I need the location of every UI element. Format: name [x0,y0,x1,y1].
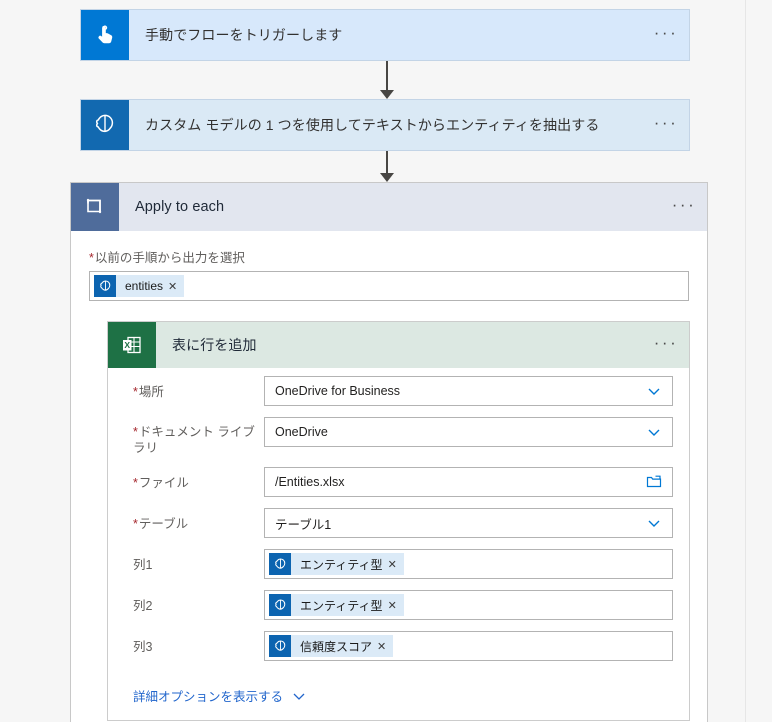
token-remove-icon[interactable]: ✕ [387,599,397,612]
token-chip-entity-type-2[interactable]: エンティティ型 ✕ [269,594,404,616]
field-label-document-library: *ドキュメント ライブラリ [124,417,264,456]
form-row-column-1: 列1 エンティティ型 [124,549,673,579]
action-menu-button[interactable]: ··· [653,112,679,132]
chevron-down-icon[interactable] [646,424,662,440]
folder-picker-icon[interactable] [646,474,662,490]
field-label-text: テーブル [138,517,189,531]
required-asterisk: * [133,425,138,439]
token-remove-icon[interactable]: ✕ [377,640,387,653]
excel-card-menu-button[interactable]: ··· [653,332,679,352]
token-chip-entities[interactable]: entities ✕ [94,275,185,297]
location-value: OneDrive for Business [275,384,401,398]
token-remove-icon[interactable]: ✕ [387,558,397,571]
trigger-card[interactable]: 手動でフローをトリガーします ··· [80,9,690,61]
action-title: カスタム モデルの 1 つを使用してテキストからエンティティを抽出する [145,117,600,133]
column-1-input[interactable]: エンティティ型 ✕ [264,549,673,579]
excel-add-row-card: X 表に行を追加 ··· *場所 OneDrive for [107,321,690,721]
required-asterisk: * [89,251,94,265]
token-chip-confidence-score[interactable]: 信頼度スコア ✕ [269,635,394,657]
excel-card-body: *場所 OneDrive for Business [108,368,689,720]
show-advanced-options-label: 詳細オプションを表示する [133,690,284,704]
column-3-input[interactable]: 信頼度スコア ✕ [264,631,673,661]
action-card-extract-entities[interactable]: カスタム モデルの 1 つを使用してテキストからエンティティを抽出する ··· [80,99,690,151]
flow-connector-arrow-2 [378,151,396,182]
trigger-title: 手動でフローをトリガーします [145,27,343,43]
field-label-column-3: 列3 [133,640,153,654]
ai-builder-brain-icon [269,553,291,575]
field-label-table: *テーブル [124,508,264,532]
field-label-column-2: 列2 [133,599,153,613]
page-gutter-divider [745,0,746,722]
form-row-table: *テーブル テーブル1 [124,508,673,538]
tap-hand-icon [81,10,129,60]
token-chip-label: 信頼度スコア [300,639,373,654]
field-label-column-1: 列1 [133,558,153,572]
select-output-label: *以前の手順から出力を選択 [89,231,689,271]
field-label-text: 場所 [138,385,164,399]
required-asterisk: * [133,476,138,490]
required-asterisk: * [133,517,138,531]
file-value: /Entities.xlsx [275,475,345,489]
field-label-text: ドキュメント ライブラリ [133,425,255,455]
apply-to-each-title: Apply to each [135,199,225,215]
flow-connector-arrow-1 [378,61,396,99]
chevron-down-icon[interactable] [291,688,307,704]
select-output-label-text: 以前の手順から出力を選択 [94,251,245,265]
ai-builder-brain-icon [81,100,129,150]
chevron-down-icon[interactable] [646,515,662,531]
column-2-input[interactable]: エンティティ型 ✕ [264,590,673,620]
trigger-menu-button[interactable]: ··· [653,22,679,42]
svg-text:X: X [124,340,130,350]
form-row-file: *ファイル /Entities.xlsx [124,467,673,497]
ai-builder-brain-icon [94,275,116,297]
apply-to-each-body: *以前の手順から出力を選択 entities ✕ [71,231,707,721]
show-advanced-options-link[interactable]: 詳細オプションを表示する [124,676,309,705]
loop-icon [71,183,119,231]
form-row-document-library: *ドキュメント ライブラリ OneDrive [124,417,673,456]
excel-card-title: 表に行を追加 [172,337,257,353]
ai-builder-brain-icon [269,594,291,616]
ai-builder-brain-icon [269,635,291,657]
form-row-location: *場所 OneDrive for Business [124,376,673,406]
form-row-column-3: 列3 信頼度スコア [124,631,673,661]
location-dropdown[interactable]: OneDrive for Business [264,376,673,406]
excel-card-header[interactable]: X 表に行を追加 ··· [108,322,689,368]
table-dropdown[interactable]: テーブル1 [264,508,673,538]
document-library-value: OneDrive [275,425,328,439]
apply-to-each-header[interactable]: Apply to each ··· [71,183,707,231]
file-input[interactable]: /Entities.xlsx [264,467,673,497]
token-chip-label: エンティティ型 [300,598,383,613]
form-row-column-2: 列2 エンティティ型 [124,590,673,620]
field-label-text: ファイル [138,476,189,490]
document-library-dropdown[interactable]: OneDrive [264,417,673,447]
chevron-down-icon[interactable] [646,383,662,399]
select-output-input[interactable]: entities ✕ [89,271,689,301]
apply-to-each-container: Apply to each ··· *以前の手順から出力を選択 entities… [70,182,708,722]
required-asterisk: * [133,385,138,399]
field-label-file: *ファイル [124,467,264,491]
token-chip-label: エンティティ型 [300,557,383,572]
token-remove-icon[interactable]: ✕ [168,280,178,293]
excel-icon: X [108,322,156,368]
table-value: テーブル1 [275,517,332,532]
apply-to-each-menu-button[interactable]: ··· [671,194,697,214]
token-chip-entity-type-1[interactable]: エンティティ型 ✕ [269,553,404,575]
token-chip-label: entities [125,279,164,293]
field-label-location: *場所 [124,376,264,400]
